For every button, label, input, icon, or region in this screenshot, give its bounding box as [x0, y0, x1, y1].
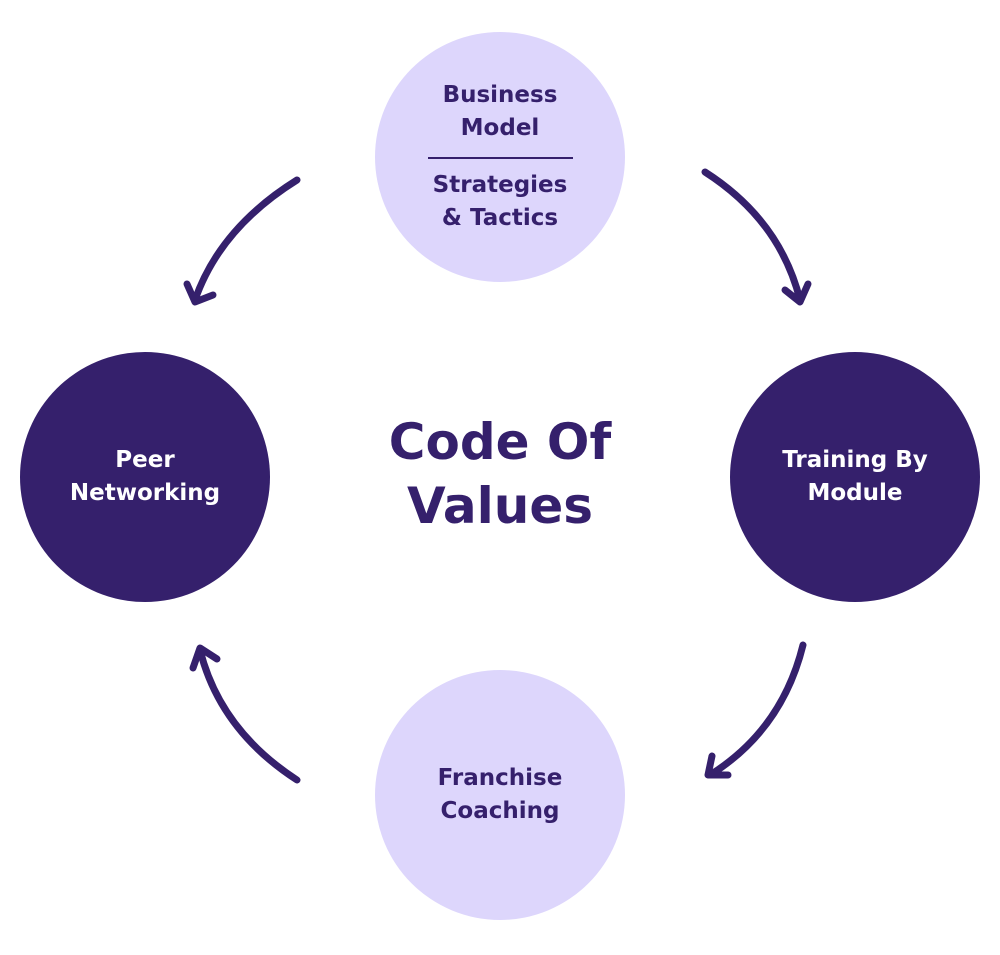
arrow-right-to-bottom [704, 641, 807, 779]
node-business-model: Business Model Strategies & Tactics [375, 32, 625, 282]
center-title: Code Of Values [330, 410, 670, 538]
node-label: Module [807, 480, 903, 506]
node-label: Peer [115, 447, 175, 473]
arrow-top-to-right [701, 168, 812, 306]
node-label: Strategies [432, 172, 568, 198]
arrow-bottom-to-left [189, 644, 301, 784]
node-label: Business [442, 82, 558, 108]
arrow-top-to-left [183, 176, 301, 306]
node-label: Coaching [440, 798, 560, 824]
node-label: Franchise [437, 765, 563, 791]
node-peer-networking: Peer Networking [20, 352, 270, 602]
node-franchise-coaching: Franchise Coaching [375, 670, 625, 920]
node-training-by-module: Training By Module [730, 352, 980, 602]
center-title-line: Values [406, 477, 594, 535]
node-label: Networking [69, 480, 221, 506]
node-label: & Tactics [441, 205, 559, 231]
center-title-line: Code Of [388, 413, 612, 471]
node-label: Model [460, 115, 540, 141]
node-label: Training By [782, 447, 928, 473]
divider [427, 157, 573, 159]
